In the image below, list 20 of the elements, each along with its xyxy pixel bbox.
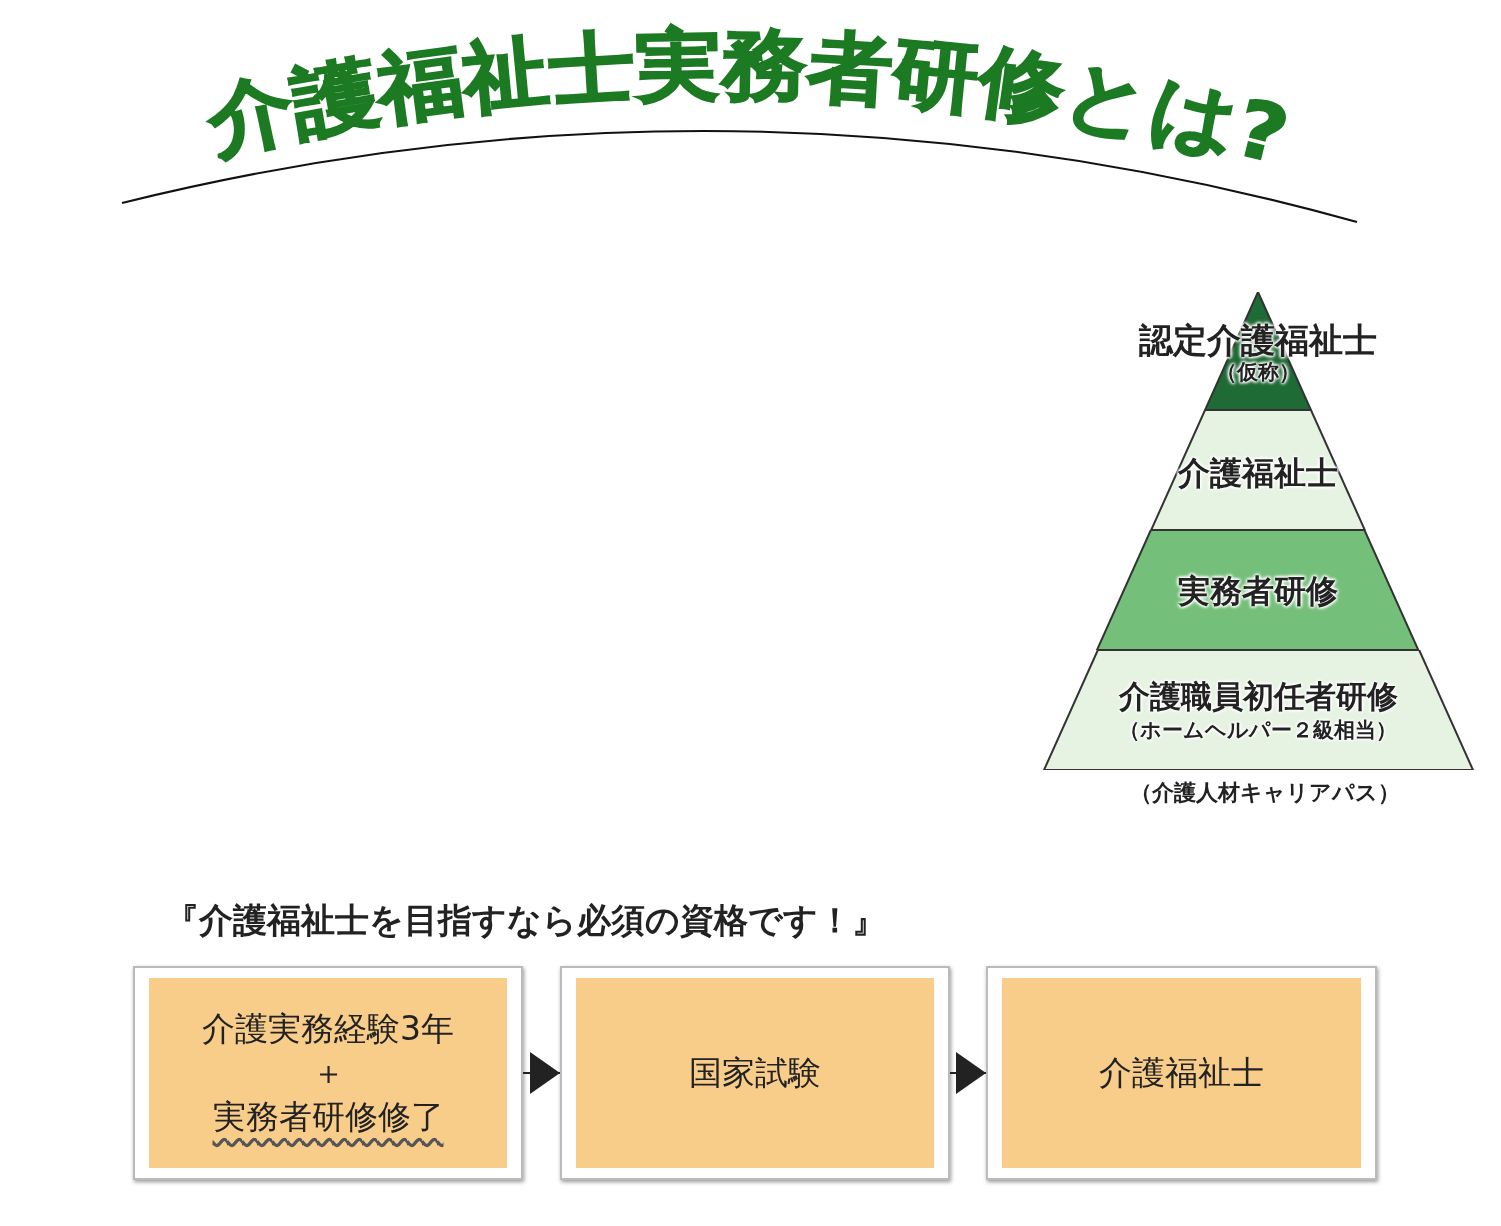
step-text: 国家試験: [689, 1052, 821, 1094]
arrow: [522, 1052, 561, 1094]
pyramid-tier: [1095, 530, 1421, 650]
step-text: ＋: [311, 1052, 345, 1094]
pyramid-tier: [1041, 650, 1475, 770]
tier-label: 介護福祉士: [1178, 453, 1338, 494]
step-text: 実務者研修修了: [212, 1096, 444, 1138]
step-card: [986, 966, 1377, 1180]
tier-label: 介護職員初任者研修: [1118, 677, 1398, 716]
slogan-text: 『介護福祉士を目指すなら必須の資格です！』: [165, 899, 886, 942]
step-card: [133, 966, 523, 1180]
step-text: 介護福祉士: [1099, 1052, 1264, 1094]
step-text: 介護実務経験3年: [202, 1008, 454, 1050]
step-card: [560, 966, 950, 1180]
tier-label: 実務者研修: [1178, 571, 1338, 612]
tier-note: （仮称）: [1216, 359, 1300, 386]
title: 介護福祉士実務者研修とは?: [200, 19, 1293, 181]
tier-note: （ホームヘルパー２級相当）: [1119, 717, 1397, 744]
arrow: [949, 1052, 987, 1094]
caption: （介護人材キャリアパス）: [1130, 779, 1400, 807]
